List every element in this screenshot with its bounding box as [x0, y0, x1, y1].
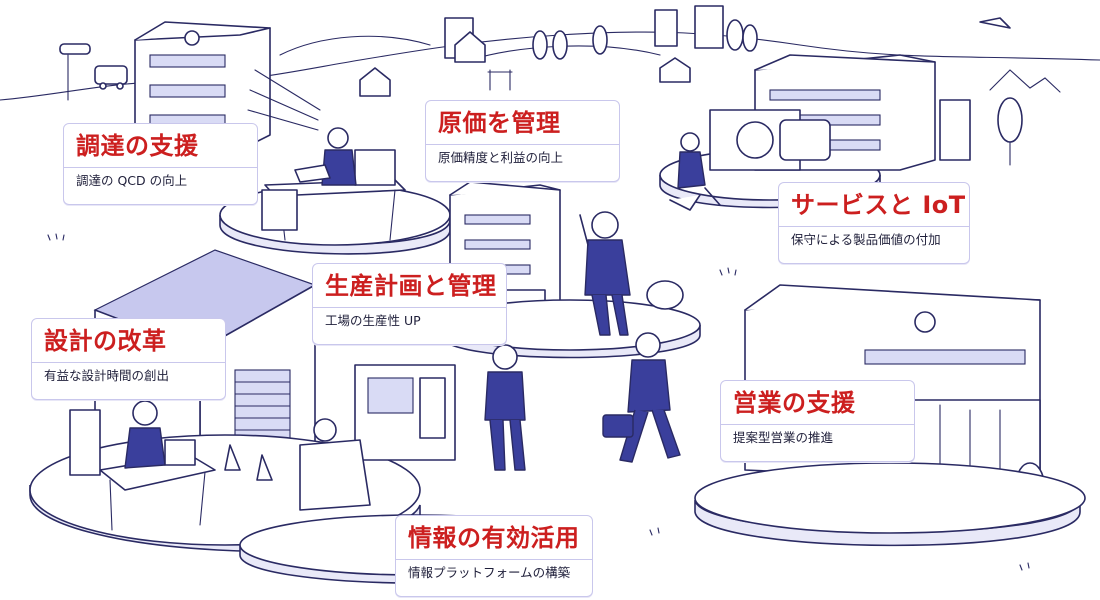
town-buildings	[359, 5, 1011, 97]
card-info: 情報の有効活用 情報プラットフォームの構築	[395, 515, 593, 597]
card-subtitle: 原価精度と利益の向上	[426, 144, 619, 172]
card-subtitle: 調達の QCD の向上	[64, 167, 257, 195]
salesman-figure	[602, 332, 681, 463]
card-design: 設計の改革 有益な設計時間の創出	[31, 318, 226, 400]
card-title: 営業の支援	[733, 389, 856, 417]
card-sales: 営業の支援 提案型営業の推進	[720, 380, 915, 462]
card-title: 調達の支援	[76, 132, 199, 160]
card-title: 情報の有効活用	[408, 524, 580, 552]
card-subtitle: 保守による製品価値の付加	[779, 226, 969, 254]
card-title: 生産計画と管理	[325, 272, 497, 300]
traffic-light-and-bus	[59, 43, 128, 101]
card-subtitle: 提案型営業の推進	[721, 424, 914, 452]
card-title: 設計の改革	[44, 327, 167, 355]
card-title: サービスと IoT	[791, 191, 966, 219]
manager-figure	[579, 211, 684, 336]
card-production: 生産計画と管理 工場の生産性 UP	[312, 263, 507, 345]
service-machine	[669, 109, 831, 211]
card-subtitle: 情報プラットフォームの構築	[396, 559, 592, 587]
decorative-marks	[47, 233, 1030, 571]
platform-sales	[694, 462, 1086, 547]
production-machine	[299, 344, 526, 511]
card-title: 原価を管理	[438, 109, 561, 137]
office-worker-desk	[261, 127, 406, 241]
card-procurement: 調達の支援 調達の QCD の向上	[63, 123, 258, 205]
card-subtitle: 工場の生産性 UP	[313, 307, 506, 335]
card-cost: 原価を管理 原価精度と利益の向上	[425, 100, 620, 182]
procurement-building	[134, 21, 321, 151]
card-subtitle: 有益な設計時間の創出	[32, 362, 225, 390]
card-service-iot: サービスと IoT 保守による製品価値の付加	[778, 182, 970, 264]
designer-desk	[69, 400, 273, 531]
